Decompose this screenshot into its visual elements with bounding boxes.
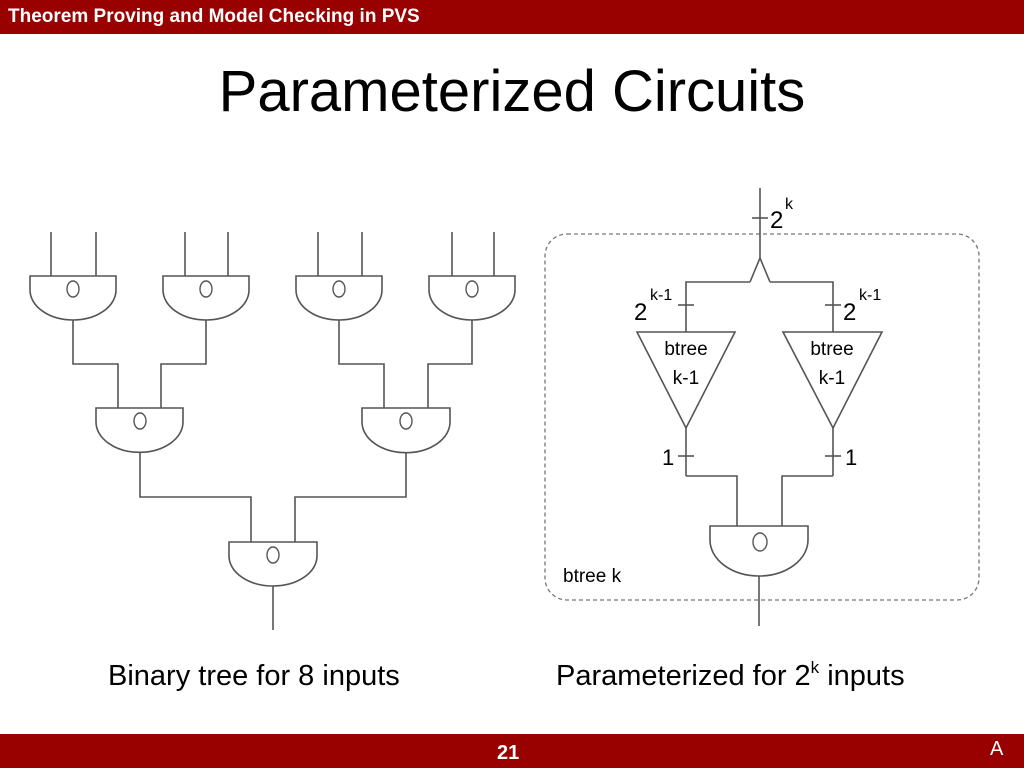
gate-combine — [709, 525, 809, 577]
gate-l1-2 — [162, 275, 250, 321]
caption-right-suffix: inputs — [819, 660, 905, 692]
caption-parameterized: Parameterized for 2k inputs — [556, 658, 905, 693]
left-subtree-param: k-1 — [673, 368, 699, 389]
binary-tree-circuit — [29, 232, 516, 630]
btree-left-triangle — [635, 331, 737, 430]
gate-l1-4 — [428, 275, 516, 321]
right-bus-base: 2 — [843, 299, 856, 326]
header-title: Theorem Proving and Model Checking in PV… — [8, 6, 420, 27]
btree-k-box — [544, 233, 980, 601]
right-subtree-name: btree — [810, 339, 853, 360]
left-output-width: 1 — [662, 445, 674, 470]
right-bus-power: k-1 — [859, 287, 881, 304]
header-bar — [0, 0, 1024, 34]
gate-l2-1 — [95, 407, 184, 454]
parameterized-circuit — [544, 188, 980, 626]
footer-bar — [0, 734, 1024, 768]
slide-title: Parameterized Circuits — [218, 59, 806, 124]
caption-right-prefix: Parameterized for 2 — [556, 660, 811, 692]
caption-binary-tree: Binary tree for 8 inputs — [108, 660, 400, 692]
box-label: btree k — [563, 566, 622, 587]
gate-l1-3 — [295, 275, 383, 321]
btree-right-triangle — [781, 331, 884, 430]
left-subtree-name: btree — [664, 339, 707, 360]
gate-l2-2 — [361, 407, 451, 454]
top-bus-power: k — [785, 196, 794, 213]
gate-output — [228, 541, 318, 587]
logo-icon: A — [990, 738, 1004, 760]
gate-l1-1 — [29, 275, 117, 321]
left-bus-power: k-1 — [650, 287, 672, 304]
left-bus-base: 2 — [634, 299, 647, 326]
caption-right-exponent: k — [810, 658, 820, 677]
right-subtree-param: k-1 — [819, 368, 845, 389]
top-bus-base: 2 — [770, 207, 783, 234]
right-output-width: 1 — [845, 445, 857, 470]
page-number: 21 — [497, 742, 520, 764]
